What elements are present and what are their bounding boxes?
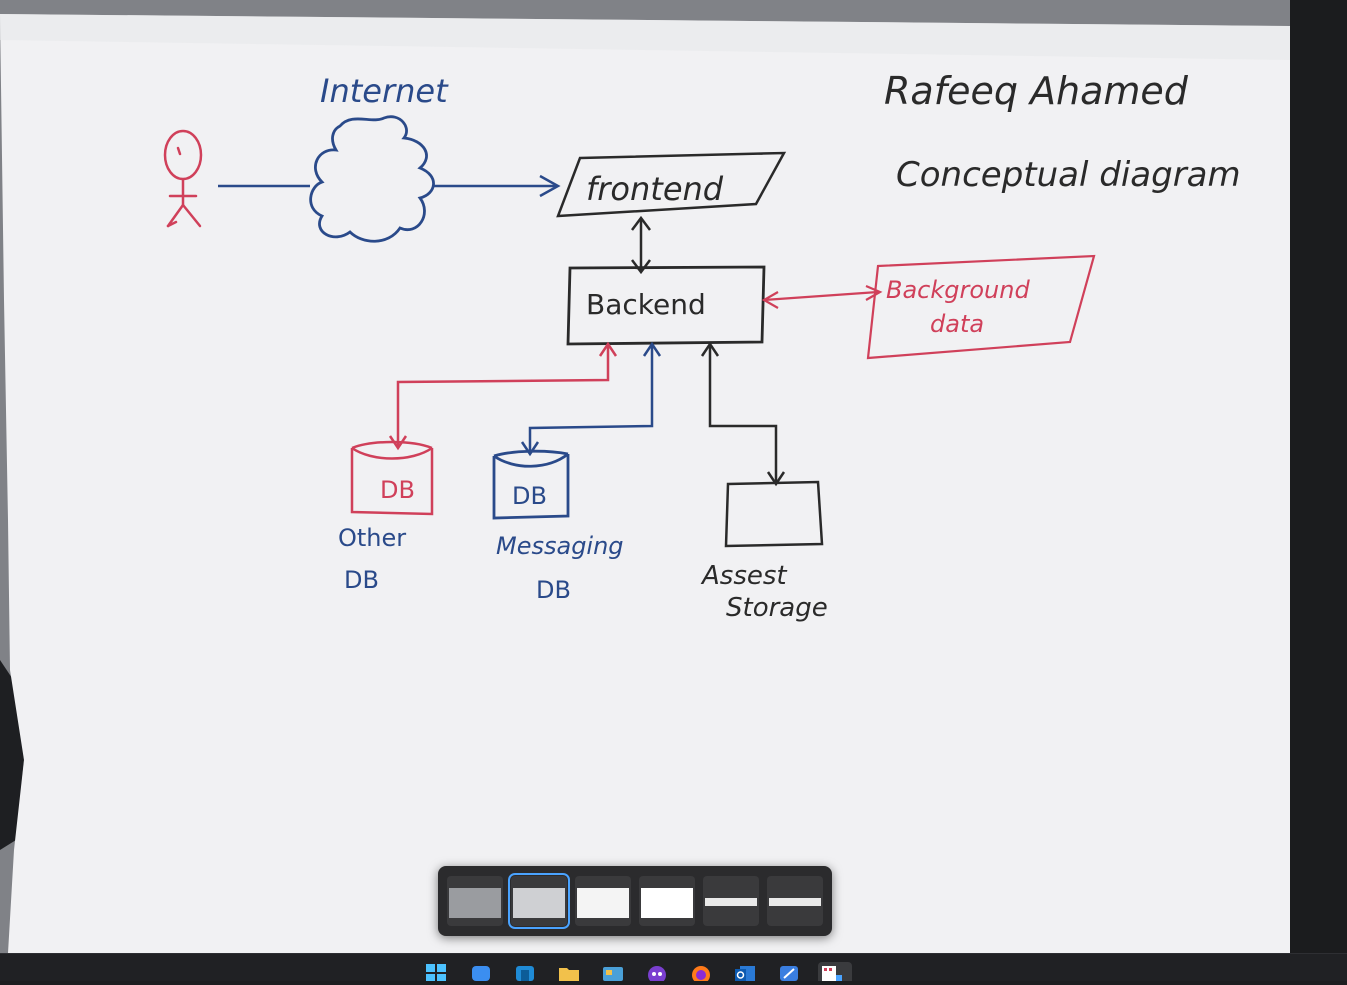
backend-messagingdb-line [520, 341, 662, 457]
teams-icon[interactable] [646, 962, 668, 984]
background-data-line2: data [930, 310, 984, 338]
messaging-db-cylinder-label: DB [512, 482, 547, 510]
other-db-cylinder [350, 440, 434, 516]
other-db-line1: Other [338, 524, 406, 552]
whiteboard-photo: Internet frontend Backend Background dat… [0, 14, 1290, 953]
asset-storage-box [724, 480, 824, 548]
control-panel-icon[interactable] [602, 962, 624, 981]
azure-icon[interactable] [778, 962, 800, 981]
backend-label: Backend [586, 288, 706, 321]
frontend-backend-arrow [631, 215, 651, 275]
diagram-caption: Conceptual diagram [896, 155, 1241, 195]
author-name: Rafeeq Ahamed [884, 69, 1189, 113]
outlook-icon[interactable] [734, 962, 756, 981]
background-data-box [866, 254, 1096, 360]
file-explorer-icon[interactable] [558, 962, 580, 981]
snipping-tool-icon[interactable] [818, 962, 852, 981]
frontend-box [556, 151, 787, 218]
other-db-cylinder-label: DB [380, 476, 415, 504]
asset-line1: Assest [700, 561, 787, 591]
backend-box [566, 265, 766, 346]
messaging-db-cylinder [492, 449, 570, 520]
windows-start-icon[interactable] [425, 962, 447, 981]
user-stick-figure [163, 129, 203, 228]
taskbar [0, 953, 1347, 984]
internet-label: Internet [320, 72, 449, 110]
vscode-icon[interactable] [514, 962, 536, 981]
window-switcher[interactable] [438, 866, 832, 936]
app-icon[interactable] [470, 962, 492, 981]
messaging-db-line1: Messaging [496, 532, 624, 560]
window-thumb-5[interactable] [703, 876, 759, 926]
window-thumb-3[interactable] [575, 876, 631, 926]
window-thumb-6[interactable] [767, 876, 823, 926]
other-db-line2: DB [344, 566, 379, 594]
backend-otherdb-line [388, 341, 618, 451]
window-thumb-2[interactable] [508, 873, 570, 929]
frontend-label: frontend [586, 170, 724, 208]
asset-line2: Storage [726, 593, 828, 623]
internet-cloud [309, 115, 435, 243]
right-panel-edge [1290, 0, 1347, 953]
messaging-db-line2: DB [536, 576, 571, 604]
photo-viewer: Internet frontend Backend Background dat… [0, 0, 1290, 953]
window-thumb-4[interactable] [639, 876, 695, 926]
firefox-icon[interactable] [690, 962, 712, 984]
backend-background-arrow [761, 284, 883, 309]
background-data-line1: Background [886, 276, 1030, 304]
window-thumb-1[interactable] [447, 876, 503, 926]
